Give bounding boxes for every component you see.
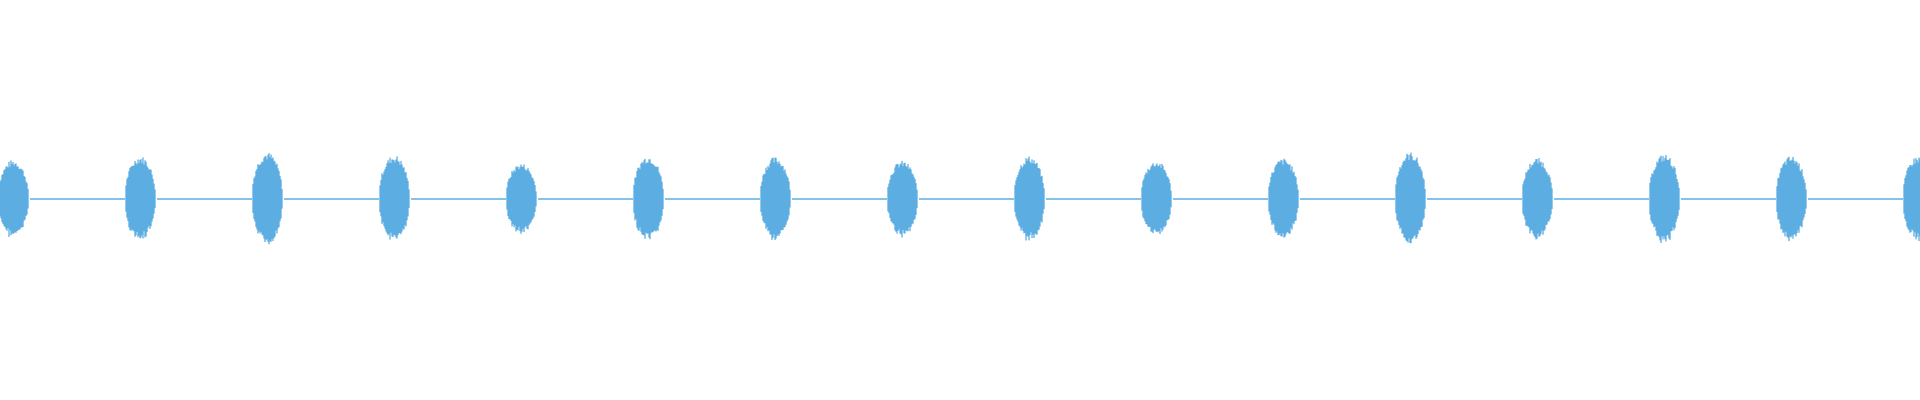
waveform-burst (1776, 156, 1807, 241)
waveform-burst (506, 164, 537, 234)
waveform-burst (379, 156, 410, 240)
waveform-bursts-group (0, 152, 1920, 245)
waveform-burst (1268, 158, 1299, 238)
waveform-burst (760, 157, 791, 241)
waveform-burst (887, 160, 918, 238)
waveform-burst (1522, 158, 1553, 240)
waveform-burst (1141, 163, 1172, 235)
waveform-burst (1014, 156, 1045, 241)
waveform-burst (252, 153, 283, 245)
waveform-burst (633, 158, 664, 240)
waveform-burst (0, 160, 29, 237)
waveform-burst (125, 157, 156, 239)
waveform-burst (1903, 157, 1920, 241)
waveform-burst (1649, 155, 1680, 243)
waveform-burst (1395, 152, 1426, 244)
